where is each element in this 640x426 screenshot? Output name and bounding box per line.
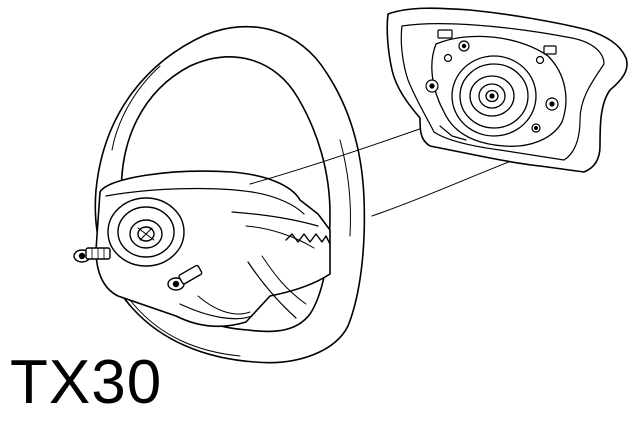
airbag-module <box>386 7 628 173</box>
steering-column-recess <box>107 197 185 267</box>
module-screws <box>425 40 559 133</box>
airbag-inflator <box>451 55 537 137</box>
module-connector <box>437 29 557 141</box>
torx-bolt-right <box>167 264 203 291</box>
tool-size-label: TX30 <box>10 348 163 417</box>
spoke-cutaway <box>285 233 331 245</box>
steering-hub <box>95 170 331 328</box>
torx-bolt-left <box>73 247 111 263</box>
